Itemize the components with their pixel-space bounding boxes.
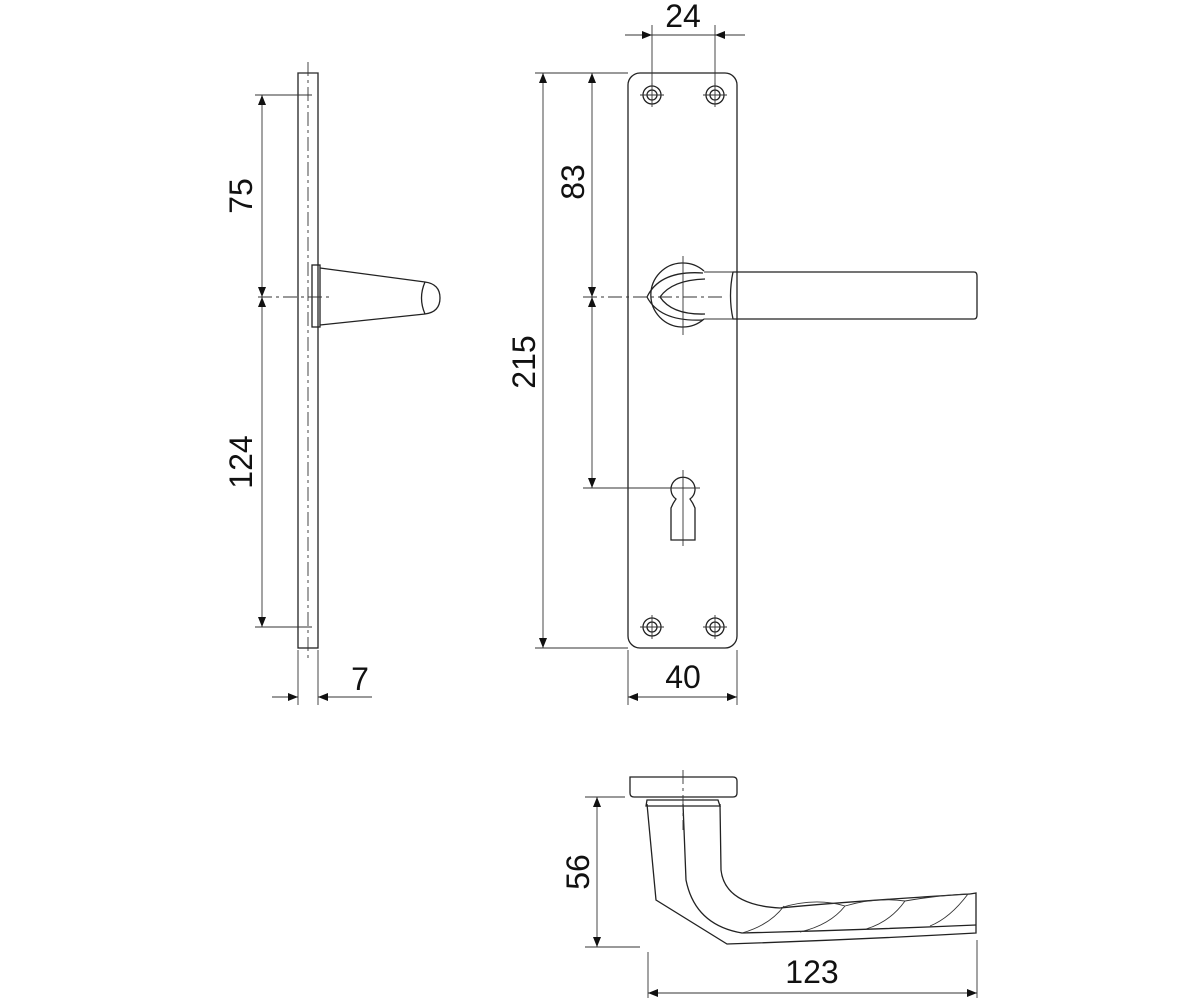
screw-hole-icon xyxy=(703,615,727,639)
side-rose xyxy=(311,264,321,328)
side-view: 75 124 7 xyxy=(223,62,441,705)
keyhole-icon xyxy=(670,476,696,541)
dim-label-75: 75 xyxy=(223,178,259,214)
front-rose xyxy=(650,262,705,328)
dim-label-83: 83 xyxy=(555,164,591,200)
front-plate xyxy=(627,72,738,649)
screw-hole-icon xyxy=(640,615,664,639)
dim-label-56: 56 xyxy=(560,854,596,890)
side-handle-tip xyxy=(420,281,426,315)
dim-label-215: 215 xyxy=(506,335,542,388)
side-handle-neck xyxy=(319,267,441,326)
screw-holes xyxy=(640,83,727,639)
handle-rose xyxy=(629,776,738,798)
front-lever xyxy=(729,271,978,320)
dim-label-123: 123 xyxy=(785,954,838,990)
screw-hole-icon xyxy=(640,83,664,107)
dim-label-7: 7 xyxy=(351,661,369,697)
dim-label-124: 124 xyxy=(223,435,259,488)
screw-hole-icon xyxy=(703,83,727,107)
handle-top-view: 56 123 xyxy=(560,770,978,998)
dim-label-24: 24 xyxy=(665,0,701,34)
side-plate xyxy=(297,72,319,649)
handle-inner-profile xyxy=(719,803,971,909)
dim-label-40: 40 xyxy=(665,659,701,695)
front-view: 215 83 24 40 xyxy=(506,0,978,705)
handle-outer-profile xyxy=(646,803,977,945)
